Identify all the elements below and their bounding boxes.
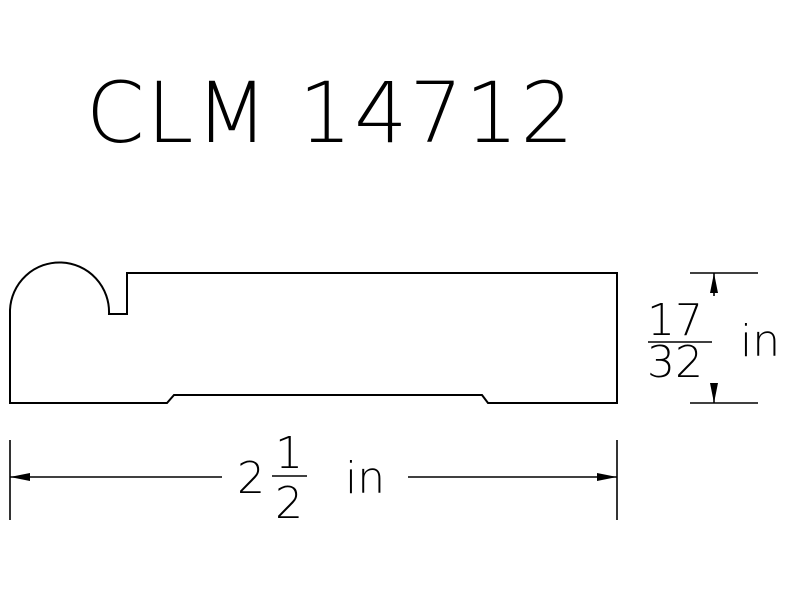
height-dimension: 17 32 in [647,272,780,404]
height-arrow-top [710,273,718,293]
width-arrow-right [597,473,617,481]
height-numerator: 17 [647,295,703,346]
height-unit: in [740,316,780,367]
width-denominator: 2 [275,478,303,529]
width-numerator: 1 [275,428,303,479]
width-whole-number: 2 [237,453,265,504]
width-arrow-left [10,473,30,481]
height-arrow-bottom [710,383,718,403]
width-unit: in [345,453,385,504]
width-dimension: 2 1 2 in [9,428,618,529]
height-denominator: 32 [647,337,703,388]
drawing-title: CLM 14712 [86,64,576,162]
moulding-profile-outline [9,261,618,404]
